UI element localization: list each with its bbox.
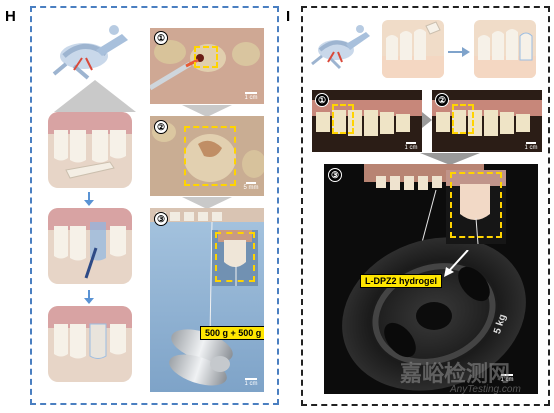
weight-label: 500 g + 500 g <box>200 326 264 340</box>
scale-label-h-1: 1 cm <box>244 95 258 101</box>
highlight-box-h-1 <box>194 46 218 68</box>
panel-i-frame <box>301 6 550 406</box>
scale-label-h-3: 1 cm <box>244 381 258 387</box>
right-arrow-i-2 <box>422 112 432 128</box>
jaw-illustration-i <box>306 22 378 70</box>
tooth-illustration-2 <box>48 208 132 284</box>
photo-h-3: 500 g + 500 g <box>150 208 264 392</box>
scale-bar-h-2: 5 mm <box>240 182 262 191</box>
zoom-funnel-i <box>420 152 480 165</box>
photo-h-1 <box>150 28 264 104</box>
scale-label-i-1: 1 cm <box>404 145 418 151</box>
highlight-box-i-1 <box>332 104 354 134</box>
right-arrow-i <box>448 44 470 57</box>
scale-label-i-3: 1 cm <box>500 377 514 383</box>
highlight-box-i-2 <box>452 104 474 134</box>
photo-i-3: L-DPZ2 hydrogel 5 kg <box>324 164 538 394</box>
hydrogel-pointer-arrow <box>442 249 472 278</box>
zoom-funnel-h <box>54 80 136 112</box>
step-number-i-1: ① <box>315 93 329 107</box>
step-number-i-2: ② <box>435 93 449 107</box>
hydrogel-label: L-DPZ2 hydrogel <box>360 274 443 288</box>
down-arrow-2 <box>84 290 94 304</box>
watermark-cn: 嘉峪检测网 <box>400 361 511 386</box>
highlight-box-h-3 <box>215 232 255 282</box>
step-number-h-2: ② <box>154 120 168 134</box>
scale-bar-h-3: 1 cm <box>240 378 262 387</box>
scale-bar-h-1: 1 cm <box>240 92 262 101</box>
step-number-h-1: ① <box>154 31 168 45</box>
photo-i-1 <box>312 90 422 152</box>
step-number-h-3: ③ <box>154 212 168 226</box>
scale-bar-i-2: 1 cm <box>522 142 540 151</box>
panel-letter-i: I <box>286 8 291 25</box>
photo-i-3-inset <box>446 170 506 244</box>
panel-h-frame <box>30 6 279 405</box>
tooth-illustration-i-1 <box>382 20 444 78</box>
highlight-box-i-3 <box>450 172 502 238</box>
highlight-box-h-2 <box>184 126 236 186</box>
tooth-illustration-3 <box>48 306 132 382</box>
zoom-funnel-h-3 <box>182 196 232 209</box>
panel-letter-h: H <box>5 8 16 25</box>
tooth-illustration-1 <box>48 112 132 188</box>
photo-h-2 <box>150 116 264 196</box>
step-number-i-3: ③ <box>328 168 342 182</box>
down-arrow-1 <box>84 192 94 206</box>
jaw-illustration-h <box>44 20 144 82</box>
zoom-funnel-h-2 <box>182 104 232 117</box>
tooth-illustration-i-2 <box>474 20 536 78</box>
photo-i-2 <box>432 90 542 152</box>
scale-bar-i-3: 1 cm <box>496 374 518 383</box>
scale-bar-i-1: 1 cm <box>402 142 420 151</box>
watermark-en: AnyTesting.com <box>450 384 521 395</box>
photo-h-3-inset <box>212 230 258 286</box>
scale-label-h-2: 5 mm <box>243 185 259 191</box>
scale-label-i-2: 1 cm <box>524 145 538 151</box>
